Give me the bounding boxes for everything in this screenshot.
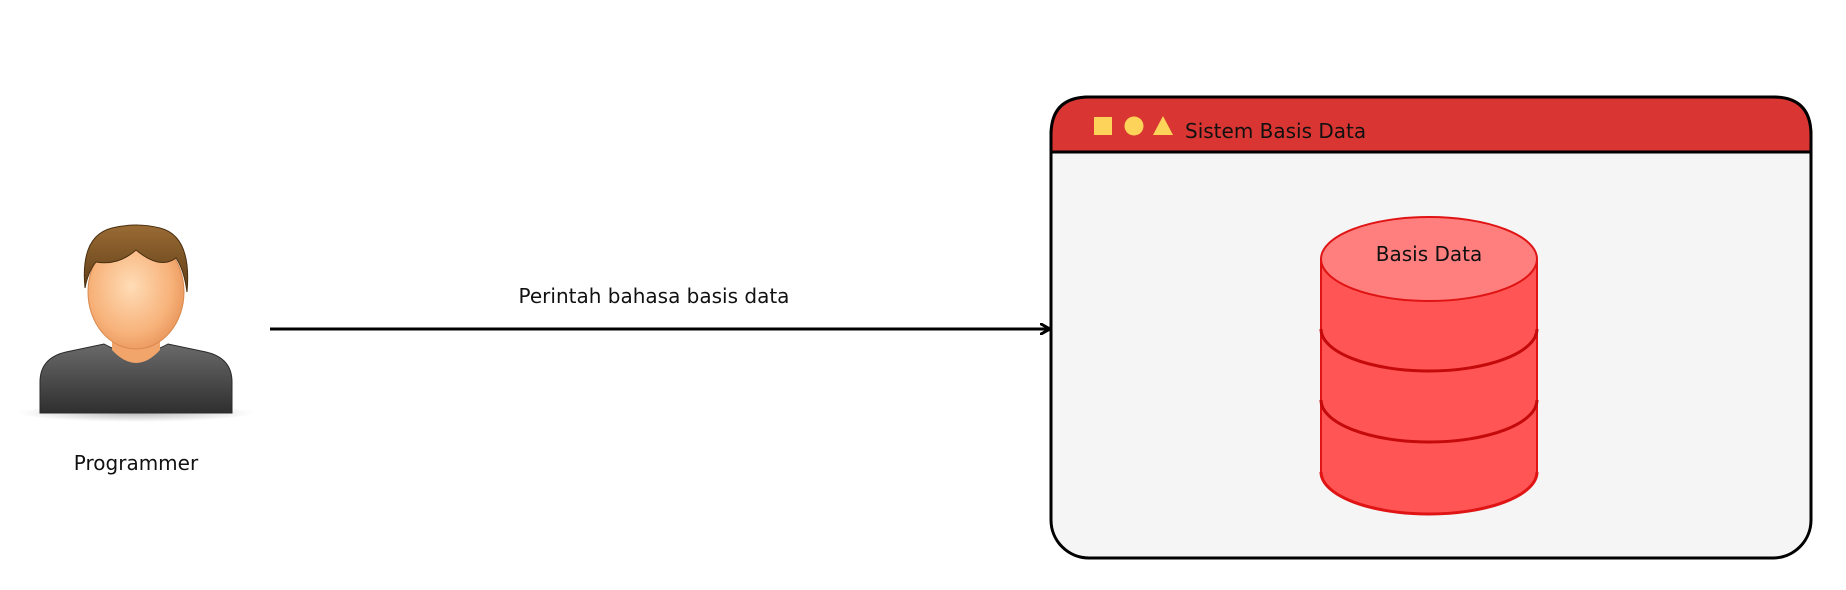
programmer-label: Programmer (74, 451, 199, 475)
square-icon (1094, 117, 1112, 135)
system-window-titlebar (1049, 95, 1813, 154)
triangle-icon (1153, 116, 1173, 135)
circle-icon (1124, 116, 1144, 136)
system-window-title: Sistem Basis Data (1185, 119, 1366, 143)
command-connector: Perintah bahasa basis data (270, 284, 1050, 329)
programmer-person-icon (18, 224, 254, 422)
database-label: Basis Data (1376, 242, 1482, 266)
database-cylinder-icon (1319, 216, 1539, 516)
programmer-actor: Programmer (18, 224, 254, 475)
connector-label: Perintah bahasa basis data (519, 284, 790, 308)
database: Basis Data (1319, 216, 1539, 516)
